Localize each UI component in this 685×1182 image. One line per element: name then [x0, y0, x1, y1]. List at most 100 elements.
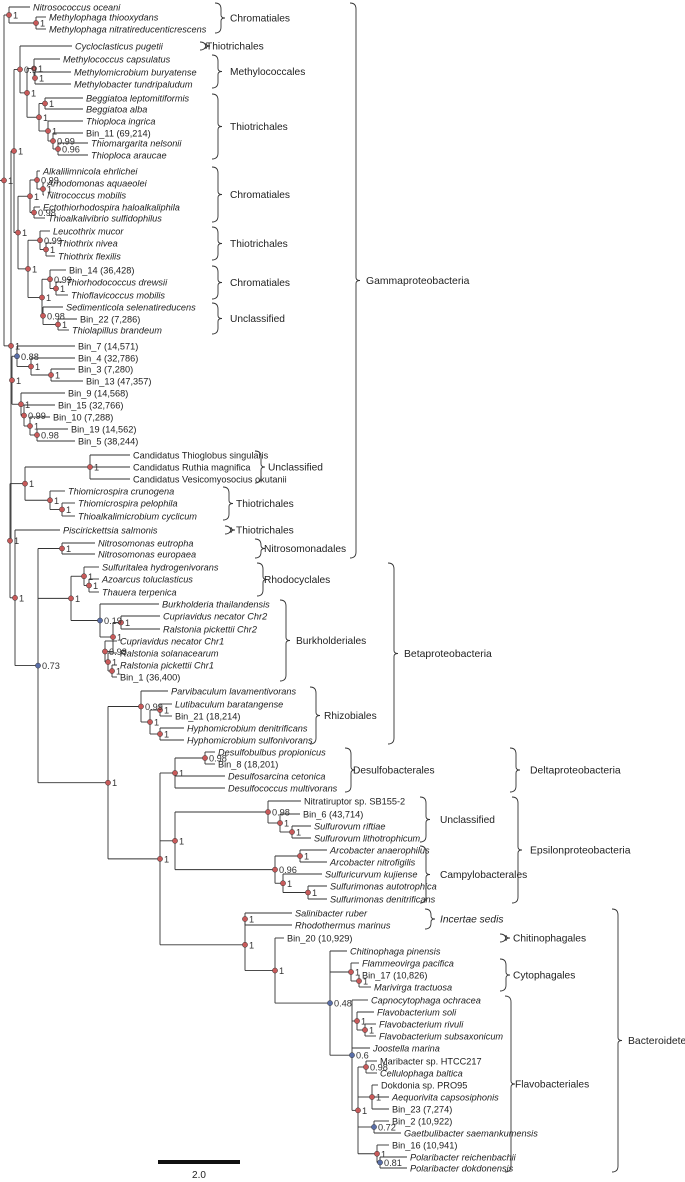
support-node: [172, 770, 178, 776]
support-value: 0.98: [38, 208, 56, 218]
order-label: Thiotrichales: [230, 239, 288, 250]
support-value: 1: [52, 127, 57, 137]
taxon-label: Burkholderia thailandensis: [162, 599, 270, 609]
support-value: 1: [22, 228, 27, 238]
support-node: [202, 755, 208, 761]
support-value: 0.73: [42, 661, 60, 671]
support-node: [110, 634, 116, 640]
support-value: 1: [31, 88, 36, 98]
support-node: [369, 1094, 375, 1100]
support-value: 1: [179, 836, 184, 846]
taxon-label: Nitrosomonas eutropha: [98, 538, 194, 548]
support-node: [33, 20, 39, 26]
group-brace: [611, 908, 623, 1173]
support-value: 1: [361, 1017, 366, 1027]
support-value: 1: [88, 572, 93, 582]
support-node: [349, 1052, 355, 1059]
support-node: [7, 537, 13, 544]
support-value: 1: [369, 1026, 374, 1036]
class-label: Betaproteobacteria: [404, 649, 492, 660]
group-brace: [211, 226, 223, 261]
taxon-label: Marivirga tractuosa: [374, 982, 452, 992]
support-value: 1: [46, 293, 51, 303]
taxon-label: Thiothrix nivea: [58, 238, 118, 248]
support-node: [11, 148, 17, 154]
support-value: 1: [125, 618, 130, 628]
taxon-label: Beggiatoa alba: [86, 104, 147, 114]
support-node: [32, 75, 38, 81]
support-value: 1: [47, 185, 52, 195]
support-node: [157, 731, 163, 737]
support-value: 1: [50, 245, 55, 255]
taxon-label: Beggiatoa leptomitiformis: [86, 93, 190, 103]
support-node: [9, 377, 15, 384]
group-brace: [211, 166, 223, 223]
support-node: [31, 209, 37, 216]
group-brace: [424, 908, 436, 930]
support-node: [40, 312, 46, 319]
taxon-label: Nitrosococcus oceani: [33, 2, 121, 12]
class-label: Gammaproteobacteria: [366, 276, 470, 287]
support-node: [109, 668, 115, 674]
support-node: [356, 978, 362, 984]
support-value: 0.98: [47, 311, 65, 321]
support-node: [34, 177, 40, 183]
class-groups: GammaproteobacteriaBetaproteobacteriaDel…: [349, 2, 685, 1173]
support-value: 1: [34, 422, 39, 432]
support-node: [289, 829, 295, 835]
support-value: 1: [62, 320, 67, 330]
taxon-label: Cupriavidus necator Chr2: [163, 611, 267, 621]
order-label: Campylobacterales: [440, 870, 527, 881]
support-value: 1: [43, 113, 48, 123]
group-brace: [309, 686, 321, 745]
group-brace: [509, 747, 521, 793]
support-value: 0.99: [54, 275, 72, 285]
support-node: [27, 423, 33, 429]
taxon-label: Bin_21 (18,214): [175, 711, 240, 721]
support-node: [138, 703, 144, 710]
order-label: Chromatiales: [230, 14, 290, 25]
group-brace: [211, 93, 223, 160]
taxon-label: Bin_8 (18,201): [218, 759, 278, 769]
taxon-label: Bin_6 (43,714): [303, 809, 363, 819]
taxon-label: Bin_11 (69,214): [86, 128, 151, 138]
support-node: [27, 193, 33, 200]
taxon-label: Thiomicrospira pelophila: [78, 498, 178, 508]
support-value: 1: [363, 977, 368, 987]
taxon-label: Gaetbulibacter saemankumensis: [404, 1128, 538, 1138]
support-value: 1: [49, 99, 54, 109]
taxon-label: Hyphomicrobium sulfonivorans: [187, 735, 313, 745]
taxon-label: Flavobacterium subsaxonicum: [379, 1031, 503, 1041]
support-node: [355, 1107, 361, 1114]
support-node: [28, 363, 34, 370]
support-node: [59, 545, 65, 552]
taxon-label: Bin_17 (10,826): [362, 970, 427, 980]
group-brace: [387, 562, 399, 745]
taxon-label: Bin_2 (10,922): [392, 1116, 452, 1126]
support-value: 1: [296, 828, 301, 838]
taxon-label: Chitinophaga pinensis: [350, 946, 441, 956]
support-node: [354, 1018, 360, 1024]
taxon-label: Bin_19 (14,562): [71, 424, 136, 434]
taxon-label: Nitrococcus mobilis: [47, 190, 127, 200]
support-value: 0.72: [378, 1123, 396, 1133]
taxon-label: Parvibaculum lavamentivorans: [171, 686, 297, 696]
taxon-label: Thioalkalivibrio sulfidophilus: [48, 213, 162, 223]
taxon-label: Arcobacter anaerophilus: [329, 845, 430, 855]
support-node: [31, 65, 37, 72]
support-value: 1: [304, 852, 309, 862]
group-brace: [199, 41, 211, 51]
support-value: 1: [362, 1106, 367, 1116]
taxon-label: Bin_4 (32,786): [78, 353, 138, 363]
taxon-label: Dokdonia sp. PRO95: [381, 1080, 467, 1090]
support-node: [277, 820, 283, 826]
group-brace: [349, 2, 361, 559]
support-node: [47, 276, 53, 283]
support-node: [42, 100, 48, 107]
taxon-label: Desulfococcus multivorans: [228, 783, 338, 793]
taxon-label: Thiolapillus brandeum: [72, 325, 162, 335]
order-label: Nitrosomonadales: [264, 544, 346, 555]
group-brace: [254, 450, 266, 484]
tree-branches: [0, 6, 407, 1169]
